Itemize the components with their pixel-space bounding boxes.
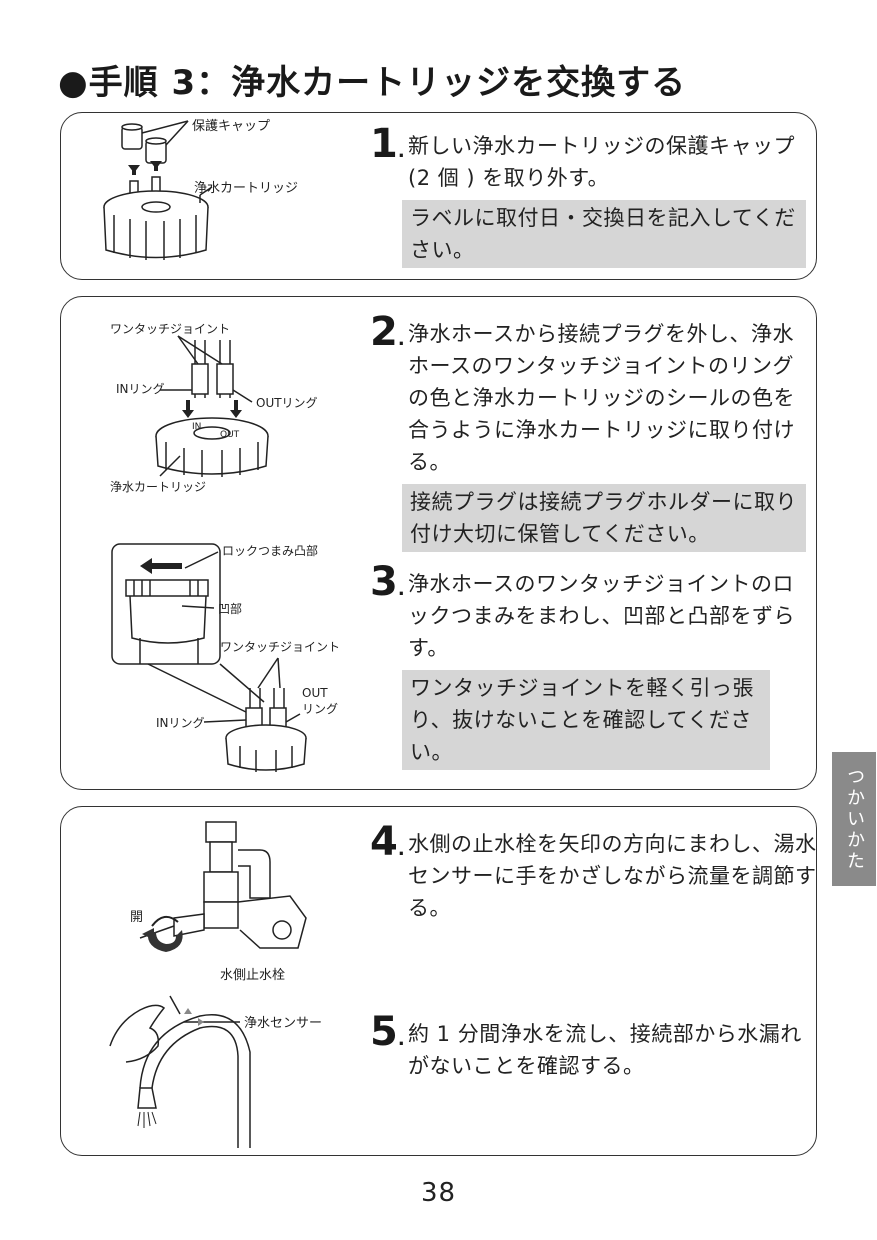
figure-lock-knob: ロックつまみ凸部 凹部 ワンタッチジョイント INリング OUT リング [100,538,350,778]
label-out-ring-2: リング [302,702,339,716]
figure-sensor: 浄水センサー [100,992,350,1152]
step-number: 3. [370,559,405,605]
figure-remove-caps: 保護キャップ 浄水カートリッジ [100,115,340,275]
label-protective-cap: 保護キャップ [192,119,271,134]
step-2: 2. 浄水ホースから接続プラグを外し、浄水ホースのワンタッチジョイントのリングの… [370,312,810,552]
page-title: ●手順 3：浄水カートリッジを交換する [58,63,687,103]
step-note: ワンタッチジョイントを軽く引っ張り、抜けないことを確認してください。 [402,670,770,770]
label-open: 開 [130,910,144,925]
label-in-ring: INリング [156,716,205,730]
step-note: ラベルに取付日・交換日を記入してください。 [402,200,806,268]
step-text: 浄水ホースのワンタッチジョイントのロックつまみをまわし、凹部と凸部をずらす。 [408,572,795,660]
label-cartridge: 浄水カートリッジ [110,480,207,494]
step-note: 接続プラグは接続プラグホルダーに取り付け大切に保管してください。 [402,484,806,552]
label-water-sensor: 浄水センサー [244,1016,323,1031]
label-cartridge: 浄水カートリッジ [194,181,299,196]
label-in: IN [192,422,202,432]
label-recess: 凹部 [218,602,243,616]
step-1: 1. 新しい浄水カートリッジの保護キャップ (2 個 ) を取り外す。 ラベルに… [370,124,810,268]
step-number: 1. [370,121,405,167]
section-side-tab[interactable]: つかいかた [832,752,876,886]
step-number: 5. [370,1009,405,1055]
step-panel-4-5 [60,806,817,1156]
label-in-ring: INリング [116,382,165,396]
figure-attach-cartridge: ワンタッチジョイント INリング OUTリング IN OUT 浄水カートリッジ [100,318,350,498]
step-3: 3. 浄水ホースのワンタッチジョイントのロックつまみをまわし、凹部と凸部をずらす… [370,562,810,770]
step-4: 4. 水側の止水栓を矢印の方向にまわし、湯水センサーに手をかざしながら流量を調節… [370,822,816,924]
label-one-touch-joint: ワンタッチジョイント [110,322,231,336]
label-water-stop-valve: 水側止水栓 [220,968,286,983]
label-out: OUT [220,430,240,440]
label-one-touch-joint: ワンタッチジョイント [220,640,341,654]
step-text: 水側の止水栓を矢印の方向にまわし、湯水センサーに手をかざしながら流量を調節する。 [408,832,817,920]
step-text: 浄水ホースから接続プラグを外し、浄水ホースのワンタッチジョイントのリングの色と浄… [408,322,795,474]
step-number: 2. [370,309,405,355]
label-out-ring-1: OUT [302,686,328,700]
step-5: 5. 約 1 分間浄水を流し、接続部から水漏れがないことを確認する。 [370,1012,810,1082]
label-out-ring: OUTリング [256,396,318,410]
figure-stop-valve: 開 水側止水栓 [100,818,350,990]
step-text: 約 1 分間浄水を流し、接続部から水漏れがないことを確認する。 [408,1022,802,1078]
page-number: 38 [420,1178,457,1208]
label-lock-knob: ロックつまみ凸部 [222,544,319,558]
step-number: 4. [370,819,405,865]
step-text: 新しい浄水カートリッジの保護キャップ (2 個 ) を取り外す。 [408,134,795,190]
